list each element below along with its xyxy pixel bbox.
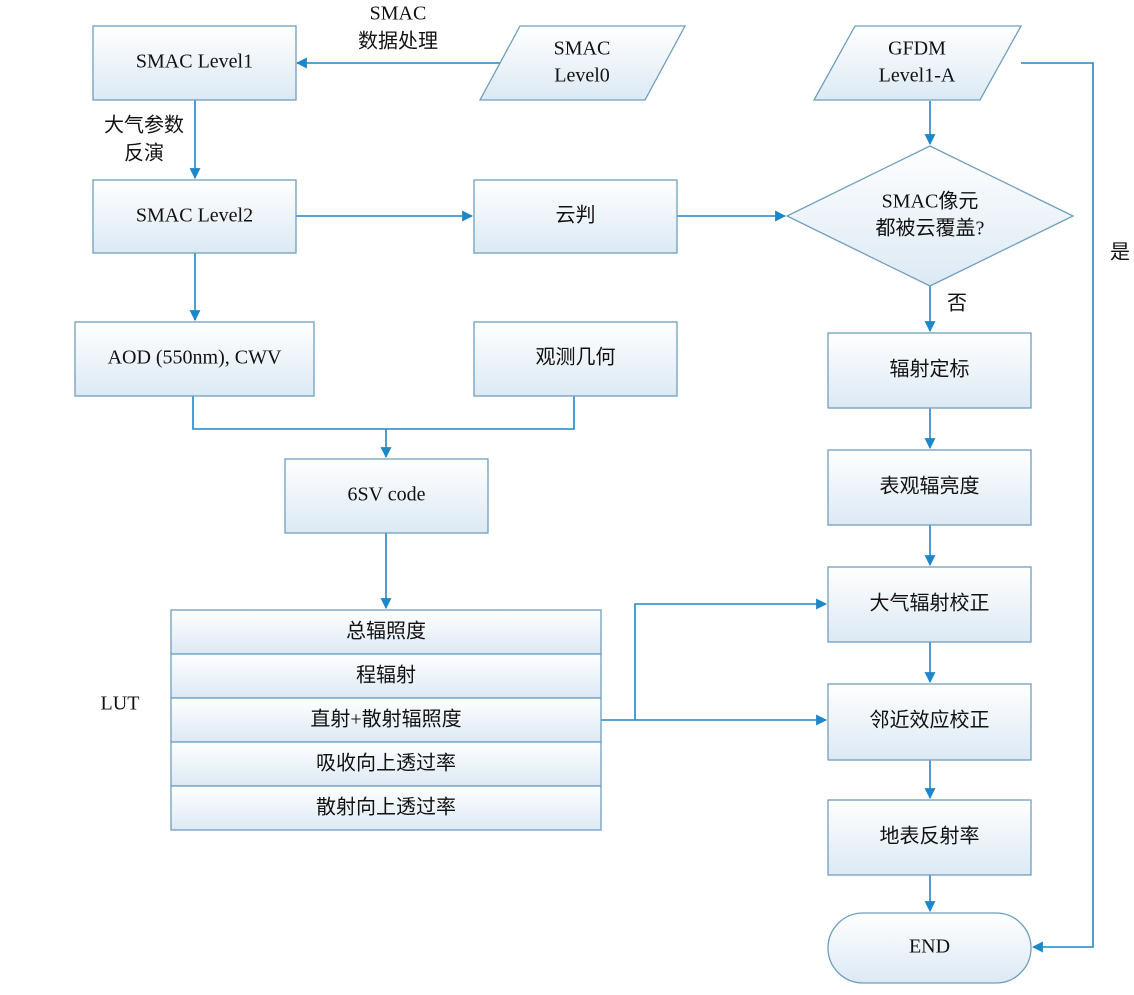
- edge-label-atmos-inversion-line1: 大气参数: [104, 114, 184, 137]
- surface-reflectance-box: 地表反射率: [827, 799, 1032, 876]
- sixsv-code-box: 6SV code: [284, 458, 489, 534]
- surface-reflectance-label: 地表反射率: [880, 825, 980, 848]
- edge-label-smac-processing-line2: 数据处理: [358, 30, 438, 53]
- smac-level0-label-line2: Level0: [554, 65, 610, 87]
- apparent-radiance-label: 表观辐亮度: [880, 475, 980, 498]
- lut-row: [170, 653, 602, 699]
- aod-cwv-box: AOD (550nm), CWV: [74, 321, 315, 397]
- radiometric-calibration-label: 辐射定标: [890, 358, 970, 381]
- adjacency-correction-box: 邻近效应校正: [827, 683, 1032, 761]
- decision-label-line2: 都被云覆盖?: [876, 217, 985, 240]
- observation-geometry-label: 观测几何: [536, 346, 616, 369]
- smac-level0-label-line1: SMAC: [554, 38, 611, 60]
- lut-row: [170, 697, 602, 743]
- edge-label-smac-processing-line1: SMAC: [370, 3, 427, 25]
- gfdm-label-line2: Level1-A: [879, 65, 956, 87]
- lut-row: [170, 785, 602, 831]
- lut-row-label-scattering-transmittance: 散射向上透过率: [316, 796, 456, 819]
- arrow-lut-to-atmcorr: [634, 598, 828, 720]
- end-label: END: [909, 936, 950, 958]
- lut-row-label-direct-diffuse: 直射+散射辐照度: [310, 708, 461, 731]
- atmospheric-correction-box: 大气辐射校正: [827, 566, 1032, 643]
- edge-label-yes: 是: [1110, 242, 1130, 264]
- lut-row-label-absorption-transmittance: 吸收向上透过率: [316, 752, 456, 775]
- lut-row: [170, 609, 602, 655]
- adjacency-correction-label: 邻近效应校正: [870, 709, 990, 732]
- lut-row-label-path-radiance: 程辐射: [356, 664, 416, 687]
- connectors: [189, 57, 1094, 953]
- smac-level0-parallelogram: SMAC Level0: [478, 25, 687, 101]
- smac-level1-box: SMAC Level1: [92, 25, 297, 101]
- cloud-judge-box: 云判: [473, 179, 678, 254]
- end-terminator: END: [827, 912, 1032, 984]
- smac-level2-box: SMAC Level2: [92, 179, 297, 254]
- lut-table: 总辐照度 程辐射 直射+散射辐照度 吸收向上透过率 散射向上透过率: [170, 609, 602, 831]
- edge-label-no: 否: [947, 293, 967, 315]
- smac-level1-label: SMAC Level1: [136, 51, 253, 73]
- observation-geometry-box: 观测几何: [473, 321, 678, 397]
- cloud-coverage-decision-diamond: SMAC像元 都被云覆盖?: [785, 145, 1075, 287]
- gfdm-level1a-parallelogram: GFDM Level1-A: [812, 25, 1023, 101]
- arrow-gfdm-yes-to-end: [1021, 62, 1094, 953]
- cloud-judge-label: 云判: [556, 204, 596, 227]
- decision-label-line1: SMAC像元: [882, 190, 979, 213]
- gfdm-label-line1: GFDM: [888, 38, 946, 60]
- sixsv-code-label: 6SV code: [348, 484, 426, 506]
- apparent-radiance-box: 表观辐亮度: [827, 449, 1032, 526]
- smac-level2-label: SMAC Level2: [136, 205, 253, 227]
- atmospheric-correction-label: 大气辐射校正: [870, 592, 990, 615]
- lut-label: LUT: [101, 693, 140, 715]
- lut-row-label-total-irradiance: 总辐照度: [346, 620, 426, 643]
- edge-label-atmos-inversion-line2: 反演: [124, 142, 164, 165]
- radiometric-calibration-box: 辐射定标: [827, 332, 1032, 409]
- arrow-aod-geometry-merge: [192, 396, 575, 430]
- lut-row: [170, 741, 602, 787]
- aod-cwv-label: AOD (550nm), CWV: [108, 347, 282, 369]
